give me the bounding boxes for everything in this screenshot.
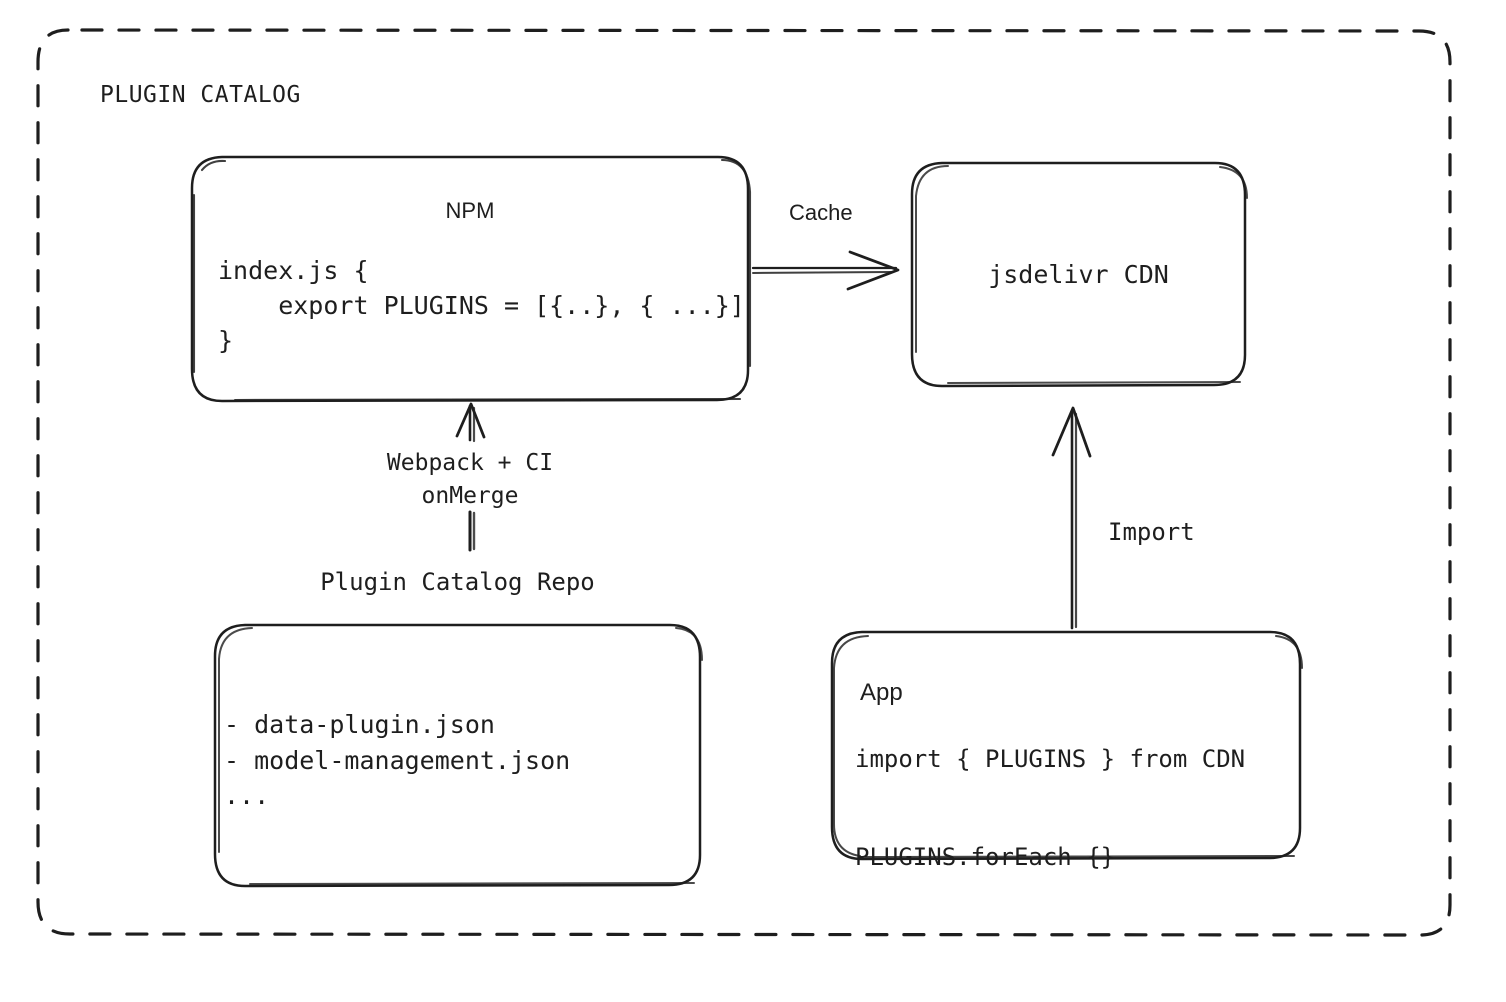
cdn-node-title: jsdelivr CDN xyxy=(988,260,1169,289)
cache-arrow xyxy=(751,250,900,291)
group-title: PLUGIN CATALOG xyxy=(100,82,301,108)
npm-node-title: NPM xyxy=(445,198,495,223)
repo-node-file-list: - data-plugin.json - model-management.js… xyxy=(224,710,571,810)
build-edge-label: Webpack + CI onMerge xyxy=(386,450,554,509)
app-node-code: import { PLUGINS } from CDN PLUGINS.forE… xyxy=(855,745,1246,872)
npm-node-code: index.js { export PLUGINS = [{..}, { ...… xyxy=(218,256,745,355)
cache-edge-label: Cache xyxy=(789,200,853,225)
import-edge-label: Import xyxy=(1108,518,1195,546)
import-arrow xyxy=(1051,406,1092,630)
app-node-title: App xyxy=(860,679,903,706)
repo-node-caption: Plugin Catalog Repo xyxy=(320,568,595,596)
